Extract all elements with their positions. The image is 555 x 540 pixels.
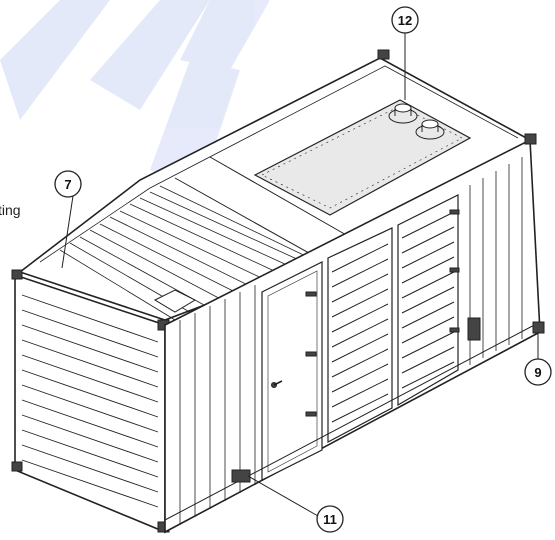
louvre-door-right (397, 194, 460, 407)
container-side-wall (164, 49, 545, 534)
access-door (261, 261, 323, 481)
callout-12: 12 (391, 6, 419, 34)
fuel-cap-front (415, 119, 445, 140)
callout-7-label: 7 (64, 177, 71, 192)
callout-11: 11 (316, 505, 344, 533)
watermark-logo (0, 0, 270, 190)
forklift-pocket (231, 469, 251, 483)
side-text: ting (0, 202, 21, 218)
fuel-cap-rear (388, 103, 418, 124)
callout-11-label: 11 (323, 512, 337, 527)
container-roof (18, 57, 532, 327)
callout-7: 7 (54, 170, 82, 198)
callout-12-label: 12 (398, 13, 412, 28)
callout-9-label: 9 (534, 365, 541, 380)
callout-9: 9 (524, 358, 552, 386)
leader-lines (61, 32, 539, 517)
louvre-door-left (327, 227, 393, 443)
container-end-face (11, 269, 170, 534)
